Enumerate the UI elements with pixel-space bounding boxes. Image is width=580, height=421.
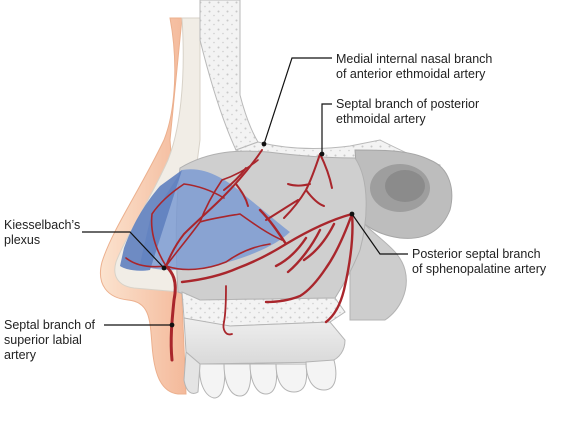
frontal-nasal-bone (199, 0, 259, 151)
anterior-ethmoidal-branch (165, 149, 263, 267)
leader-septal-posterior-ethmoidal (321, 103, 332, 154)
leader-posterior-septal-sphenopalatine (351, 213, 408, 255)
upper-teeth (199, 359, 337, 399)
superior-labial-septal-artery (164, 264, 177, 362)
label-line: of anterior ethmoidal artery (336, 67, 486, 81)
posterior-ethmoidal-branch (265, 153, 333, 221)
incisive-branch (222, 285, 233, 336)
incisor-region (183, 350, 201, 394)
label-line: Medial internal nasal branch (336, 52, 493, 66)
label-posterior-septal-branch-sphenopalatine: Posterior septal branch of sphenopalatin… (412, 247, 546, 277)
leader-medial-internal-nasal (263, 57, 332, 145)
maxilla (183, 317, 346, 365)
label-septal-branch-posterior-ethmoidal: Septal branch of posterior ethmoidal art… (336, 97, 479, 127)
label-kiesselbach-plexus: Kiesselbach’s plexus (4, 218, 80, 248)
label-line: artery (4, 348, 36, 362)
posterior-pharynx (349, 219, 407, 321)
sphenoid-sinus-inner (385, 170, 425, 202)
label-line: Septal branch of (4, 318, 96, 332)
label-line: of sphenopalatine artery (412, 262, 547, 276)
label-line: Posterior septal branch (412, 247, 541, 261)
label-line: plexus (4, 233, 41, 247)
label-medial-internal-nasal-branch: Medial internal nasal branch of anterior… (336, 52, 492, 82)
leader-kiesselbach (82, 231, 165, 269)
label-line: Septal branch of posterior (336, 97, 480, 111)
label-line: Kiesselbach’s (4, 218, 81, 232)
label-line: superior labial (4, 333, 82, 347)
skin-profile (100, 17, 187, 395)
leader-dots (161, 141, 355, 328)
arteries (125, 149, 354, 362)
kiesselbach-plexus-vessels (125, 159, 283, 271)
sphenopalatine-branch (180, 208, 354, 324)
label-line: ethmoidal artery (336, 112, 426, 126)
leader-lines (82, 57, 408, 326)
label-septal-branch-superior-labial: Septal branch of superior labial artery (4, 318, 95, 363)
